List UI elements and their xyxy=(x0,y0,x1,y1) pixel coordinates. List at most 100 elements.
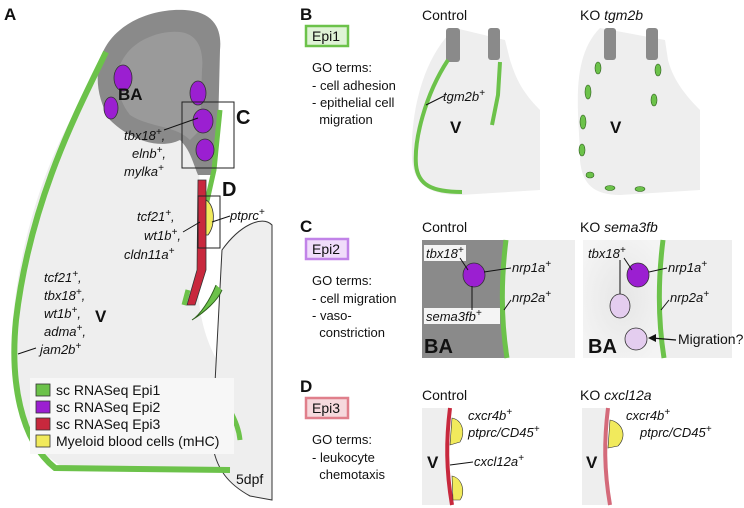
legend-swatch-epi2 xyxy=(35,400,51,414)
c-ko-right-area xyxy=(657,240,732,358)
d-control-epi3 xyxy=(445,407,454,506)
c-control-epi2-cell xyxy=(462,262,486,288)
d-ko-cxcr4b: cxcr4b+ xyxy=(626,407,670,423)
c-control-nrp2a-pointer xyxy=(503,299,512,311)
legend-label-epi2: sc RNASeq Epi2 xyxy=(56,399,160,415)
b-ko-ba xyxy=(604,28,616,60)
panel-b-control-title: Control xyxy=(422,7,467,23)
d-control-myeloid xyxy=(449,417,464,446)
c-control-nrp1a-pointer xyxy=(483,267,512,273)
c-ko-migrating-cell xyxy=(624,327,648,351)
c-ko-epi1 xyxy=(656,239,667,359)
b-ko-heart xyxy=(577,28,700,195)
epi3-go-term: chemotaxis xyxy=(312,467,385,482)
epi2-cell xyxy=(195,138,215,162)
epi1-tag: Epi1 xyxy=(312,28,340,44)
b-control-ba xyxy=(488,28,500,60)
epi2-go-term: - cell migration xyxy=(312,291,397,306)
c-ko-ba-label: BA xyxy=(588,336,617,358)
epi2-cell xyxy=(113,64,133,92)
c-ko-nrp1a: nrp1a+ xyxy=(668,259,707,275)
b-ko-v: V xyxy=(610,118,622,137)
epi3-tag-box xyxy=(304,396,350,420)
zoom-box-c xyxy=(181,101,235,169)
svg-text:jam2b+: jam2b+ xyxy=(38,341,81,357)
svg-text:wt1b+,: wt1b+, xyxy=(144,227,181,243)
epi2-cell xyxy=(189,80,207,106)
b-ko-epi1-fragments xyxy=(578,61,662,192)
lower-right-chamber xyxy=(211,220,273,501)
b-control-epi1 xyxy=(490,61,502,126)
panel-d-label: D xyxy=(300,377,312,396)
epi3-gene-labels: tcf21+, wt1b+, cldn11a+ xyxy=(124,208,181,262)
b-control-heart xyxy=(411,28,540,195)
svg-text:elnb+,: elnb+, xyxy=(132,145,166,161)
bulbus-inner xyxy=(117,31,203,140)
b-gene-label: tgm2b+ xyxy=(443,88,485,104)
svg-text:wt1b+,: wt1b+, xyxy=(44,305,81,321)
c-control-sema3fb: sema3fb+ xyxy=(426,308,482,324)
c-sema3fb-bg xyxy=(424,308,500,324)
d-control-tissue xyxy=(422,408,452,505)
epi1-gene-labels: tcf21+, tbx18+, wt1b+, adma+, jam2b+ xyxy=(38,269,86,357)
epi3-strand xyxy=(186,179,207,306)
myeloid-pointer xyxy=(211,215,231,223)
epi1-tag-box xyxy=(304,24,350,48)
epi2-tag: Epi2 xyxy=(312,241,340,257)
c-ko-nrp2a: nrp2a+ xyxy=(670,289,709,305)
d-control-myeloid xyxy=(451,475,464,501)
epi2-cell xyxy=(103,96,119,120)
d-control-cxcl12a-pointer xyxy=(449,461,474,466)
c-ko-migration-label: Migration? xyxy=(678,331,744,347)
myeloid-gene-label: ptprc+ xyxy=(229,207,265,223)
epi1-go-title: GO terms: xyxy=(312,60,372,75)
epi1-go-term: - cell adhesion xyxy=(312,78,396,93)
c-ko-tbx18-pointer xyxy=(623,257,633,271)
d-control-ptprc: ptprc/CD45+ xyxy=(467,424,540,440)
panel-a-label: A xyxy=(4,5,16,24)
d-control-cxcr4b: cxcr4b+ xyxy=(468,407,512,423)
epi2-go-title: GO terms: xyxy=(312,273,372,288)
d-ko-epi3 xyxy=(603,407,612,506)
c-tbx18-bg xyxy=(424,245,466,261)
c-ko-nrp1a-pointer xyxy=(648,267,668,273)
panel-c-ko-title: KO sema3fb xyxy=(580,219,658,235)
dpf-label: 5dpf xyxy=(236,471,263,487)
svg-text:tbx18+,: tbx18+, xyxy=(124,127,165,143)
b-control-epi1 xyxy=(413,58,463,194)
panel-c-control-title: Control xyxy=(422,219,467,235)
panel-b-label: B xyxy=(300,5,312,24)
d-ko-ptprc: ptprc/CD45+ xyxy=(639,424,712,440)
epi3-pointer xyxy=(182,221,201,233)
d-ko-myeloid xyxy=(607,419,624,449)
legend-label-epi3: sc RNASeq Epi3 xyxy=(56,416,160,432)
svg-text:tcf21+,: tcf21+, xyxy=(137,208,175,224)
panel-d-ko-title: KO cxcl12a xyxy=(580,387,652,403)
epi2-pointer xyxy=(163,117,199,131)
c-control-epi1 xyxy=(499,239,510,359)
b-ko-ba xyxy=(646,28,658,60)
epi2-gene-labels: tbx18+, elnb+, mylka+ xyxy=(124,127,166,179)
c-ko-migrating-cell xyxy=(609,293,631,319)
c-ko-migration-arrowhead xyxy=(648,334,656,342)
epi2-cell xyxy=(192,108,214,134)
legend-label-myeloid: Myeloid blood cells (mHC) xyxy=(56,433,219,449)
legend-swatch-epi1 xyxy=(35,383,51,397)
epi3-go-title: GO terms: xyxy=(312,432,372,447)
c-ko-tbx18: tbx18+ xyxy=(588,245,626,261)
epi3-tag: Epi3 xyxy=(312,400,340,416)
legend-label-epi1: sc RNASeq Epi1 xyxy=(56,382,160,398)
svg-text:cldn11a+: cldn11a+ xyxy=(124,246,175,262)
epi2-tag-box xyxy=(304,237,350,261)
epi2-go-term: constriction xyxy=(312,325,385,340)
c-ko-nrp2a-pointer xyxy=(660,299,670,311)
b-control-ba xyxy=(446,28,460,62)
panel-d-control-title: Control xyxy=(422,387,467,403)
zoom-box-d xyxy=(197,195,221,249)
c-control-ba xyxy=(422,240,506,358)
epi1-right-strand xyxy=(191,284,223,321)
legend-swatch-myeloid xyxy=(35,434,51,448)
epi3-go-term: - leukocyte xyxy=(312,450,375,465)
c-control-tbx18-pointer xyxy=(459,257,469,271)
